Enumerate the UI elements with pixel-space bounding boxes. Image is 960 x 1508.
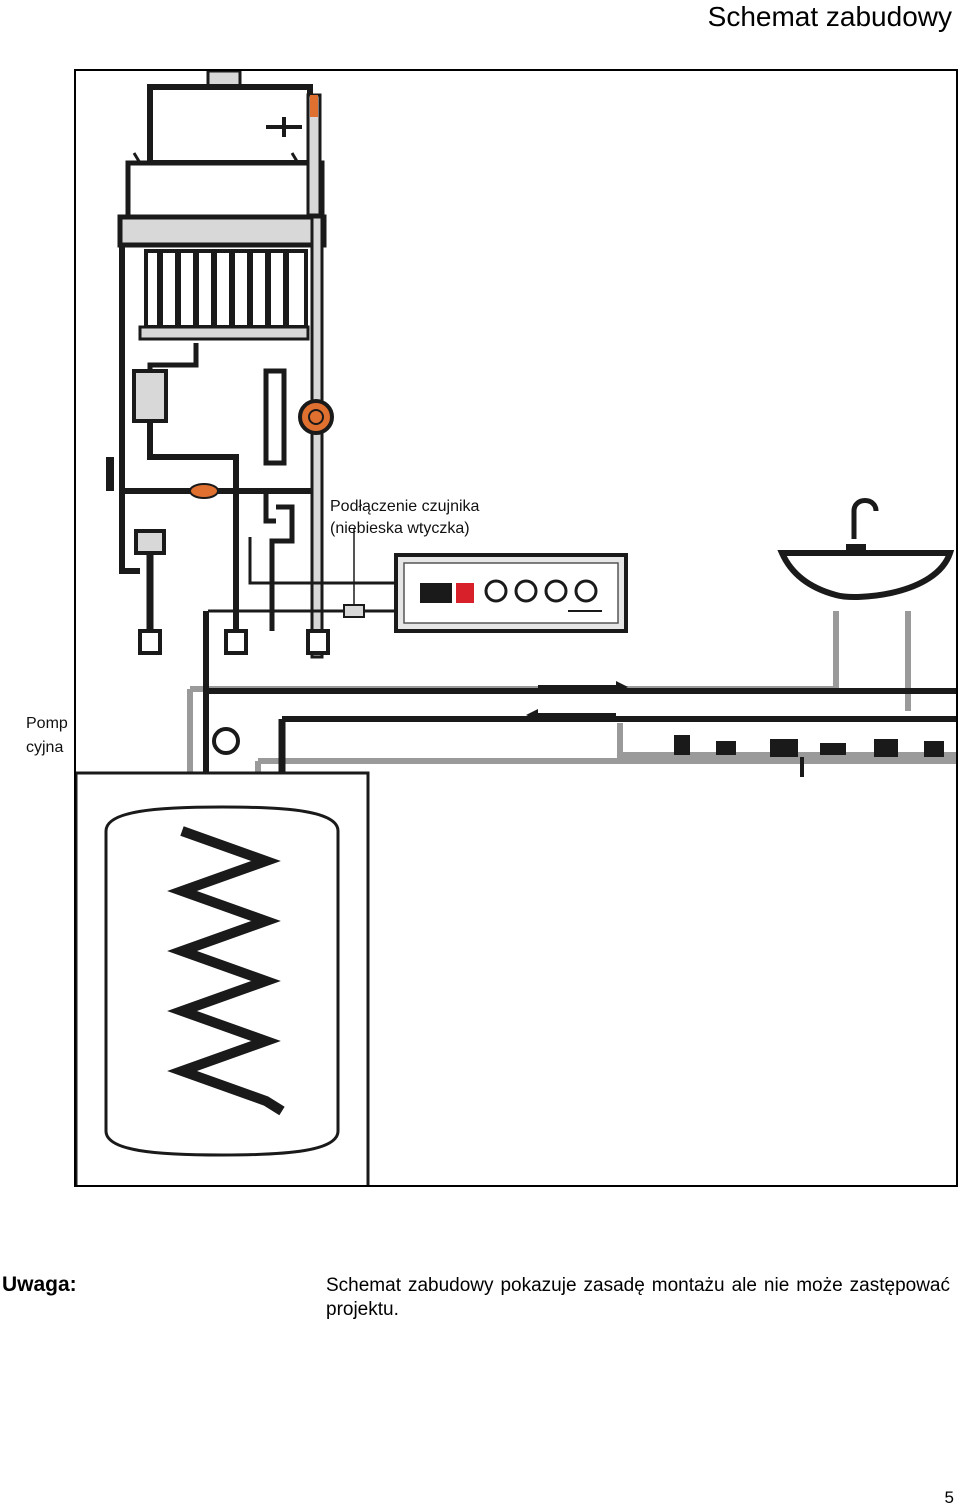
page-number: 5: [944, 1488, 954, 1507]
diagram-drawing: [76, 71, 956, 1185]
storage-tank: [76, 771, 370, 1185]
sensor-label-line2: (niebieska wtyczka): [330, 520, 470, 537]
installation-diagram: [74, 69, 958, 1187]
control-panel: [394, 553, 628, 633]
left-pipework: [106, 247, 396, 655]
note-heading: Uwaga:: [2, 1273, 77, 1296]
note-text: Schemat zabudowy pokazuje zasadę montażu…: [326, 1275, 950, 1320]
boiler-unit: [117, 71, 327, 659]
pump-label-line2: cyjna: [26, 739, 64, 756]
burner-tubes: [138, 249, 310, 341]
pump-label-line1: Pomp: [26, 715, 68, 732]
sensor-connection-label: Podłączenie czujnika (niebieska wtyczka): [330, 496, 479, 540]
page-title: Schemat zabudowy: [707, 1, 952, 32]
sensor-label-line1: Podłączenie czujnika: [330, 498, 480, 515]
pump-label: Pomp cyjna: [26, 712, 74, 760]
washbasin: [777, 498, 955, 600]
